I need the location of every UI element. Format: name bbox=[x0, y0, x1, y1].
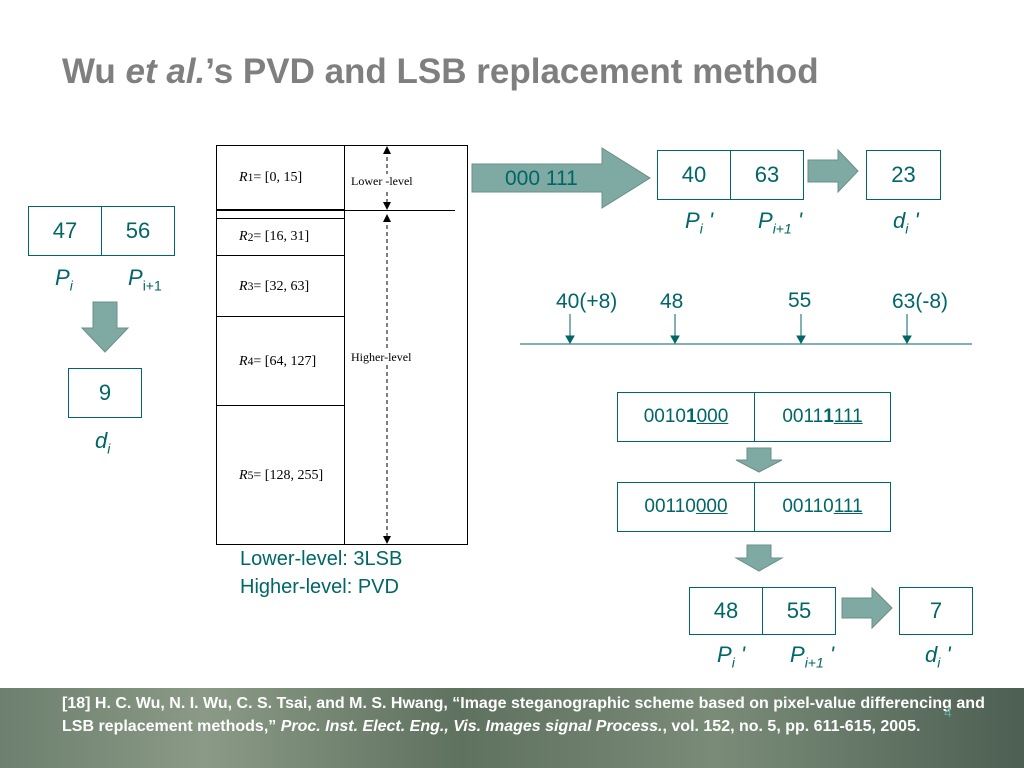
table-divider bbox=[344, 146, 345, 544]
level-arrows-icon bbox=[383, 146, 391, 544]
label-pi1: Pi+1 bbox=[128, 265, 162, 294]
note-higher-level: Higher-level: PVD bbox=[240, 576, 399, 598]
secret-bits: 000 111 bbox=[505, 167, 578, 190]
stego-pair-2: 48 55 bbox=[689, 587, 836, 635]
title-prefix: Wu bbox=[62, 52, 126, 91]
stego1-p2: 63 bbox=[730, 151, 803, 199]
label-di: di bbox=[95, 428, 111, 457]
difference-value: 9 bbox=[98, 380, 112, 405]
right-arrow-icon bbox=[807, 148, 859, 194]
secret-arrow-icon bbox=[471, 147, 651, 209]
label-pi-prime: Pi ' bbox=[685, 208, 714, 237]
stego1-diff: 23 bbox=[891, 162, 916, 187]
page-title: Wu et al.’s PVD and LSB replacement meth… bbox=[62, 52, 962, 92]
down-arrow-icon bbox=[80, 301, 130, 353]
down-arrow-icon-2 bbox=[735, 447, 783, 473]
stego2-diff: 7 bbox=[929, 598, 943, 623]
level-notes: Lower-level: 3LSB Higher-level: PVD bbox=[240, 545, 402, 601]
label-pi-prime-2: Pi ' bbox=[717, 642, 746, 671]
original-pixel-pair: 47 56 bbox=[28, 206, 175, 256]
stego-pair-1: 40 63 bbox=[657, 150, 804, 200]
axis-tick-label-3: 55 bbox=[788, 289, 812, 312]
number-line bbox=[520, 314, 972, 345]
label-di-prime: di ' bbox=[893, 208, 919, 237]
axis-tick-label-4: 63(-8) bbox=[892, 290, 949, 313]
stego2-p1: 48 bbox=[713, 598, 739, 623]
right-arrow-icon-2 bbox=[841, 586, 893, 630]
title-italic: et al. bbox=[125, 52, 206, 91]
title-suffix: ’s PVD and LSB replacement method bbox=[205, 52, 819, 91]
axis-tick-label-2: 48 bbox=[660, 290, 684, 313]
pixel-p2: 56 bbox=[101, 207, 174, 255]
pixel-p1: 47 bbox=[52, 218, 78, 243]
lower-level-label: Lower -level bbox=[351, 174, 413, 189]
axis-tick-label-1: 40(+8) bbox=[556, 290, 618, 313]
reference-citation: [18] H. C. Wu, N. I. Wu, C. S. Tsai, and… bbox=[62, 695, 985, 735]
label-pi: Pi bbox=[55, 265, 73, 294]
page-number: 4 bbox=[944, 704, 952, 720]
stego1-diff-box: 23 bbox=[866, 150, 941, 200]
note-lower-level: Lower-level: 3LSB bbox=[240, 548, 403, 570]
label-di-prime-2: di ' bbox=[925, 642, 951, 671]
difference-box: 9 bbox=[68, 368, 142, 418]
footer-band bbox=[0, 688, 1024, 768]
stego2-p2: 55 bbox=[762, 588, 835, 634]
label-pi1-prime-2: Pi+1 ' bbox=[790, 642, 835, 671]
higher-level-label: Higher-level bbox=[351, 350, 412, 365]
down-arrow-icon-3 bbox=[734, 544, 784, 572]
stego1-p1: 40 bbox=[681, 162, 707, 187]
label-pi1-prime: Pi+1 ' bbox=[758, 208, 803, 237]
table-level-line bbox=[217, 210, 455, 211]
stego2-diff-box: 7 bbox=[899, 587, 973, 635]
